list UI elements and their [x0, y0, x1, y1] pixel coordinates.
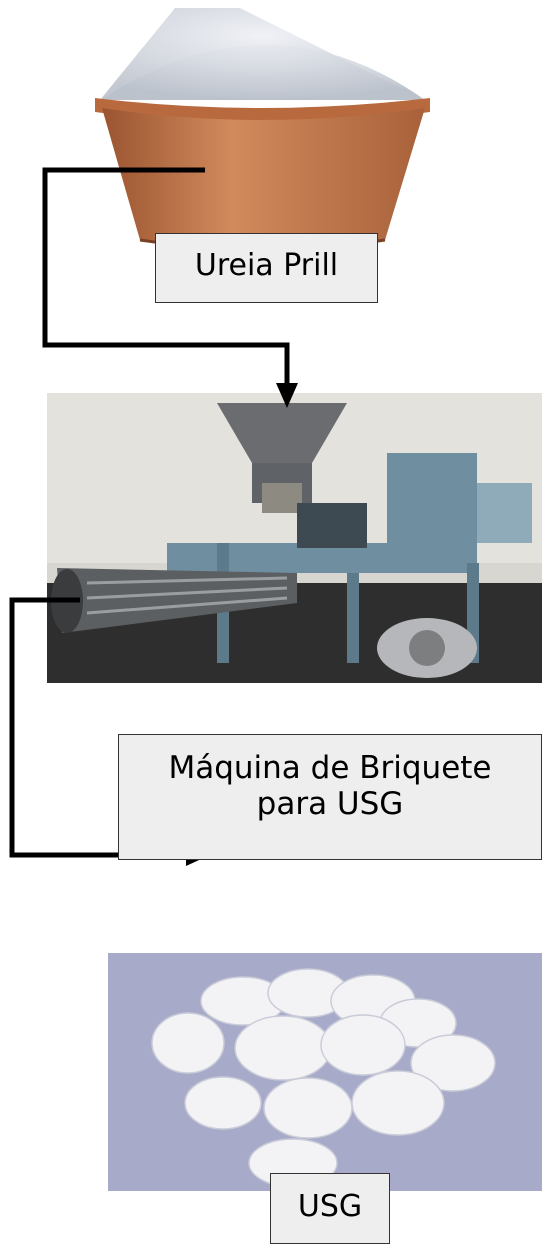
- urea-prill-label: Ureia Prill: [155, 233, 378, 303]
- usg-label-text: USG: [297, 1189, 363, 1224]
- briquette-machine-image: [47, 393, 542, 683]
- usg-label: USG: [270, 1173, 390, 1244]
- briquette-machine-label-line2: para USG: [256, 785, 404, 822]
- urea-prill-label-text: Ureia Prill: [194, 248, 339, 283]
- briquette-machine-label: Máquina de Briquete para USG: [118, 734, 542, 860]
- briquette-machine-label-line1: Máquina de Briquete: [168, 750, 492, 786]
- usg-briquettes-image: [108, 953, 542, 1191]
- urea-prill-image: [80, 0, 460, 250]
